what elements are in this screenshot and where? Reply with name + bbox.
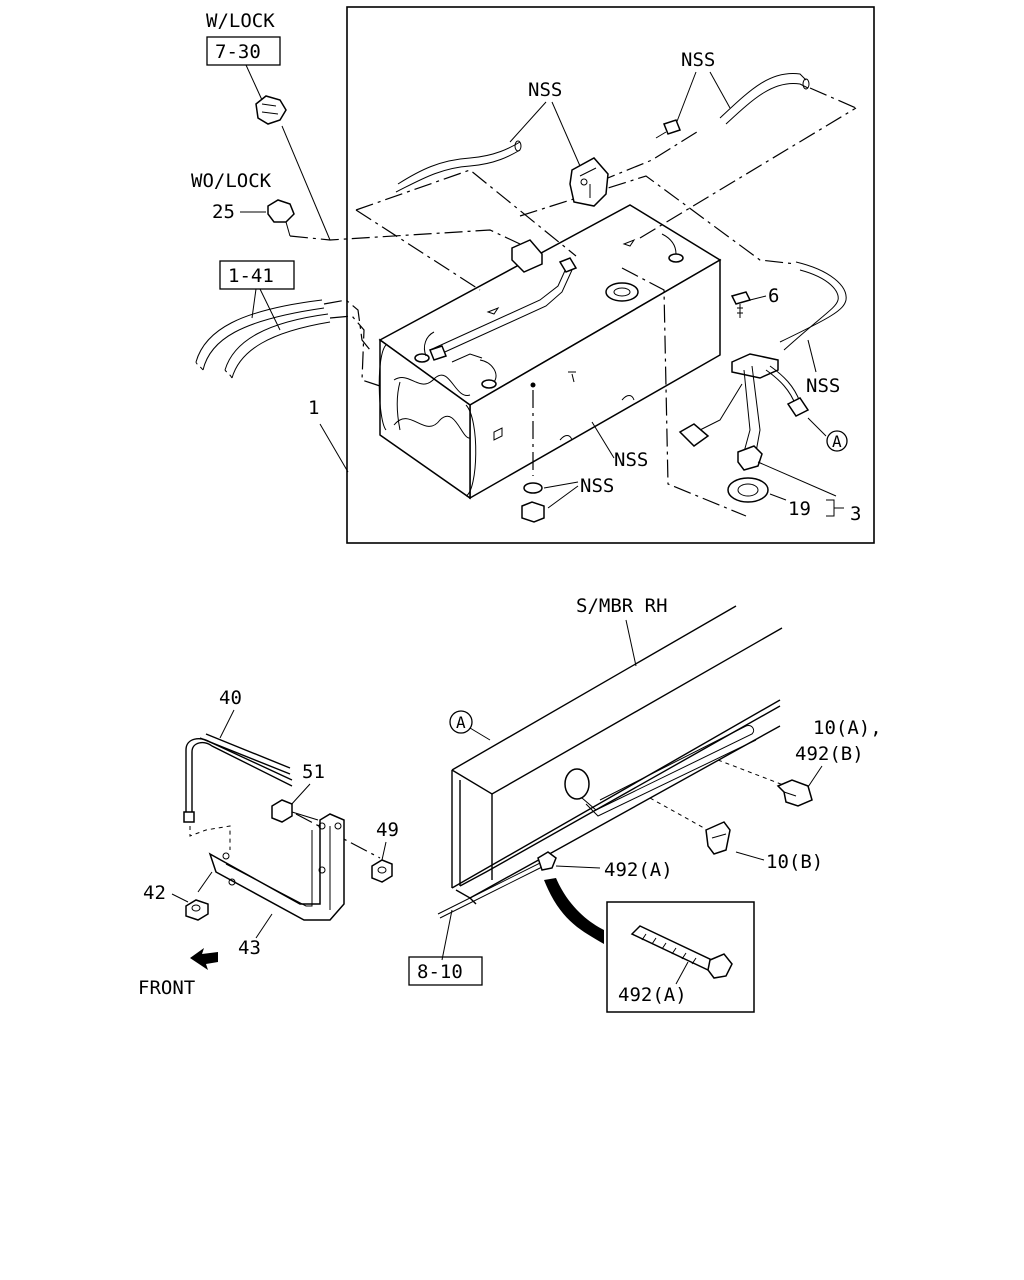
clip-10a-icon bbox=[776, 779, 813, 807]
screw-6-icon bbox=[730, 291, 752, 318]
part-42-label: 42 bbox=[143, 882, 166, 904]
part-10b-label: 10(B) bbox=[766, 851, 823, 873]
vent-hose-icon bbox=[395, 140, 522, 193]
ref-7-30-label[interactable]: 7-30 bbox=[215, 41, 261, 63]
ref-8-10-box bbox=[408, 956, 483, 986]
fuel-hoses-icon bbox=[195, 299, 381, 387]
part-1-label: 1 bbox=[308, 397, 319, 419]
nss-label-right: NSS bbox=[806, 375, 840, 397]
callout-a-bottom-circle bbox=[449, 710, 473, 734]
part-49-label: 49 bbox=[376, 819, 399, 841]
part-492a-label: 492(A) bbox=[604, 859, 673, 881]
nut-42-icon bbox=[185, 899, 209, 921]
filler-cap-lock-icon bbox=[255, 95, 287, 125]
nss-label-top-left: NSS bbox=[528, 79, 562, 101]
drain-plug-icon bbox=[521, 482, 545, 523]
filler-cap-icon bbox=[267, 199, 295, 237]
nss-label-bottom-tank: NSS bbox=[614, 449, 648, 471]
smbr-rh-label: S/MBR RH bbox=[576, 595, 668, 617]
cable-tie-detail-icon bbox=[630, 925, 733, 979]
ref-1-41-label[interactable]: 1-41 bbox=[228, 265, 274, 287]
front-arrow-icon bbox=[190, 948, 218, 970]
screw-icon bbox=[655, 119, 681, 139]
tank-bracket-icon bbox=[208, 813, 345, 921]
part-3-label: 3 bbox=[850, 503, 861, 525]
part-6-label: 6 bbox=[768, 285, 779, 307]
gasket-19-icon bbox=[727, 477, 769, 503]
tank-assembly-frame bbox=[346, 6, 875, 544]
nut-49-icon bbox=[371, 859, 393, 883]
part-40-label: 40 bbox=[219, 687, 242, 709]
nss-label-top-right: NSS bbox=[681, 49, 715, 71]
tank-band-icon bbox=[183, 733, 293, 823]
part-10a-492b-label-line1: 10(A), bbox=[813, 717, 882, 739]
detail-box bbox=[606, 901, 755, 1013]
w-lock-label: W/LOCK bbox=[206, 10, 275, 32]
callout-a-bottom: A bbox=[456, 713, 466, 732]
ref-8-10-label[interactable]: 8-10 bbox=[417, 961, 463, 983]
clip-10b-icon bbox=[705, 821, 731, 855]
part-25-label: 25 bbox=[212, 201, 235, 223]
part-51-label: 51 bbox=[302, 761, 325, 783]
detail-arrow-icon bbox=[544, 878, 604, 944]
wo-lock-label: WO/LOCK bbox=[191, 170, 272, 192]
callout-a-top: A bbox=[832, 432, 842, 451]
cable-tie-icon bbox=[537, 851, 557, 871]
hose-bracket-icon bbox=[569, 157, 609, 207]
part-10a-492b-label-line2: 492(B) bbox=[795, 743, 864, 765]
detail-492a-label: 492(A) bbox=[618, 984, 687, 1006]
drain-tube-icon bbox=[779, 261, 847, 351]
bolt-51-icon bbox=[271, 799, 319, 823]
vent-tube-icon bbox=[719, 73, 810, 125]
fuel-sender-unit-icon bbox=[678, 353, 810, 471]
ref-7-30-box bbox=[206, 36, 281, 66]
part-43-label: 43 bbox=[238, 937, 261, 959]
fuel-tank-icon bbox=[378, 204, 722, 500]
callout-a-top-circle bbox=[826, 430, 848, 452]
nss-label-drain: NSS bbox=[580, 475, 614, 497]
ref-1-41-box bbox=[219, 260, 295, 290]
front-label: FRONT bbox=[138, 977, 195, 999]
part-19-label: 19 bbox=[788, 498, 811, 520]
